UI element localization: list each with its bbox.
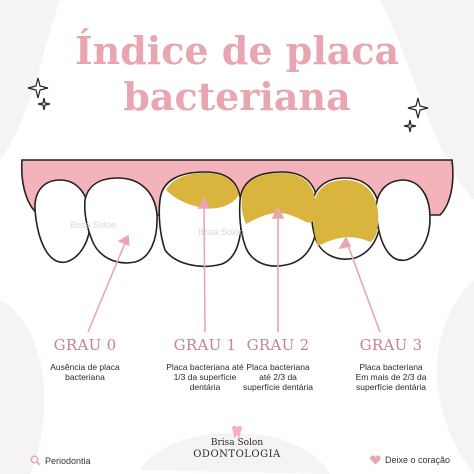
pointer-line-0 [87, 235, 129, 333]
grade-1-label: GRAU 1 [173, 336, 237, 354]
footer-right-label: Deixe o coração [384, 455, 450, 465]
grade-3-description: Placa bacteriana Em mais de 2/3 da super… [355, 362, 427, 392]
grade-0-label: GRAU 0 [53, 336, 117, 354]
heart-icon [370, 455, 381, 465]
watermark-text-2: Brisa Solon [198, 227, 244, 237]
grade-2-description: Placa bacteriana até 2/3 da superfície d… [243, 362, 313, 392]
watermark-text: Brisa Solon [70, 220, 116, 230]
plaque-grade-2 [241, 173, 317, 224]
sparkle-icon [27, 77, 429, 133]
brand-block: Brisa Solon ODONTOLOGIA [0, 438, 474, 461]
brand-subtitle: ODONTOLOGIA [193, 449, 281, 460]
plaque-grade-1 [166, 173, 239, 209]
tooth-lateral-left [83, 177, 158, 264]
tooth-icon [232, 425, 242, 438]
grade-3-label: GRAU 3 [359, 336, 423, 354]
search-icon [30, 455, 41, 466]
footer-left-label: Periodontia [45, 455, 91, 466]
grade-0-description: Ausência de placa bacteriana [50, 362, 120, 382]
brand-name: Brisa Solon [210, 438, 264, 448]
grade-2-label: GRAU 2 [246, 336, 310, 354]
pointer-line-3 [345, 239, 381, 333]
page-title: Índice de placa bacteriana [0, 28, 474, 120]
grade-1-description: Placa bacteriana até 1/3 da superfície d… [166, 362, 244, 392]
footer-like[interactable]: Deixe o coração [370, 455, 450, 465]
pointer-line-1 [203, 199, 206, 333]
title-line-2: bacteriana [123, 74, 351, 119]
footer-periodontia[interactable]: Periodontia [30, 455, 91, 466]
plaque-grade-3 [313, 180, 379, 246]
title-line-1: Índice de placa [74, 28, 400, 73]
tooth-canine-right [375, 179, 431, 262]
